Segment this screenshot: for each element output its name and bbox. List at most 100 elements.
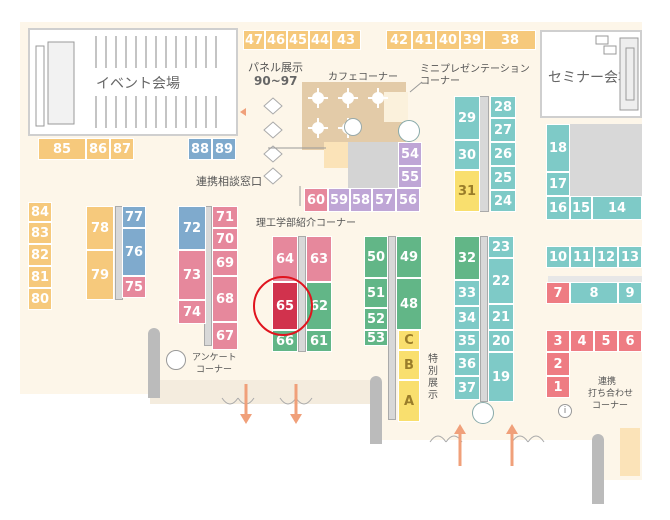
info-icon: i [558, 404, 572, 418]
booth-30[interactable]: 30 [454, 140, 480, 170]
booth-70[interactable]: 70 [212, 228, 238, 250]
booth-87[interactable]: 87 [110, 138, 134, 160]
panel-exhibit-panels [263, 97, 283, 185]
booth-8[interactable]: 8 [570, 282, 618, 304]
booth-67[interactable]: 67 [212, 322, 238, 350]
booth-54[interactable]: 54 [398, 142, 422, 166]
booth-78[interactable]: 78 [86, 206, 114, 250]
booth-52[interactable]: 52 [364, 308, 388, 330]
booth-77[interactable]: 77 [122, 206, 146, 228]
booth-17[interactable]: 17 [546, 172, 570, 196]
booth-5[interactable]: 5 [594, 330, 618, 352]
booth-6[interactable]: 6 [618, 330, 642, 352]
booth-26[interactable]: 26 [490, 142, 516, 166]
booth-28[interactable]: 28 [490, 96, 516, 118]
booth-25[interactable]: 25 [490, 166, 516, 190]
booth-24[interactable]: 24 [490, 190, 516, 212]
booth-32[interactable]: 32 [454, 236, 480, 280]
booth-b[interactable]: B [398, 350, 420, 380]
survey-icon [166, 350, 186, 370]
booth-69[interactable]: 69 [212, 250, 238, 276]
booth-34[interactable]: 34 [454, 306, 480, 330]
booth-68[interactable]: 68 [212, 276, 238, 322]
booth-81[interactable]: 81 [28, 266, 52, 288]
booth-39[interactable]: 39 [460, 30, 484, 50]
booth-41[interactable]: 41 [412, 30, 436, 50]
event-hall-seating [35, 36, 217, 128]
booth-46[interactable]: 46 [265, 30, 287, 50]
booth-23[interactable]: 23 [488, 236, 514, 258]
booth-11[interactable]: 11 [570, 246, 594, 268]
booth-76[interactable]: 76 [122, 228, 146, 276]
booth-35[interactable]: 35 [454, 330, 480, 352]
booth-58[interactable]: 58 [350, 188, 372, 212]
booth-33[interactable]: 33 [454, 280, 480, 306]
booth-2[interactable]: 2 [546, 352, 570, 376]
booth-57[interactable]: 57 [372, 188, 396, 212]
booth-21[interactable]: 21 [488, 304, 514, 330]
booth-59[interactable]: 59 [328, 188, 350, 212]
booth-43[interactable]: 43 [331, 30, 361, 50]
booth-36[interactable]: 36 [454, 352, 480, 376]
booth-20[interactable]: 20 [488, 330, 514, 352]
booth-89[interactable]: 89 [212, 138, 236, 160]
booth-50[interactable]: 50 [364, 236, 388, 278]
booth-61[interactable]: 61 [306, 330, 332, 352]
booth-15[interactable]: 15 [570, 196, 592, 220]
collab-meeting-label-2: 打ち合わせ [588, 389, 634, 399]
booth-45[interactable]: 45 [287, 30, 309, 50]
booth-3[interactable]: 3 [546, 330, 570, 352]
booth-86[interactable]: 86 [86, 138, 110, 160]
booth-12[interactable]: 12 [594, 246, 618, 268]
booth-22[interactable]: 22 [488, 258, 514, 304]
booth-42[interactable]: 42 [386, 30, 412, 50]
booth-13[interactable]: 13 [618, 246, 642, 268]
booth-72[interactable]: 72 [178, 206, 206, 250]
booth-19[interactable]: 19 [488, 352, 514, 402]
booth-16[interactable]: 16 [546, 196, 570, 220]
booth-60[interactable]: 60 [304, 188, 328, 212]
booth-73[interactable]: 73 [178, 250, 206, 300]
booth-47[interactable]: 47 [243, 30, 265, 50]
booth-62[interactable]: 62 [306, 282, 332, 330]
booth-74[interactable]: 74 [178, 300, 206, 324]
booth-79[interactable]: 79 [86, 250, 114, 300]
booth-49[interactable]: 49 [396, 236, 422, 278]
booth-56[interactable]: 56 [396, 188, 420, 212]
booth-75[interactable]: 75 [122, 276, 146, 298]
booth-53[interactable]: 53 [364, 330, 388, 346]
booth-38[interactable]: 38 [484, 30, 536, 50]
booth-29[interactable]: 29 [454, 96, 480, 140]
booth-83[interactable]: 83 [28, 222, 52, 244]
booth-64[interactable]: 64 [272, 236, 298, 282]
booth-14[interactable]: 14 [592, 196, 642, 220]
booth-18[interactable]: 18 [546, 124, 570, 172]
booth-84[interactable]: 84 [28, 202, 52, 222]
booth-27[interactable]: 27 [490, 118, 516, 142]
booth-44[interactable]: 44 [309, 30, 331, 50]
booth-82[interactable]: 82 [28, 244, 52, 266]
booth-31[interactable]: 31 [454, 170, 480, 212]
wall-segment [148, 328, 160, 398]
aisle-pillar [388, 236, 396, 420]
booth-4[interactable]: 4 [570, 330, 594, 352]
booth-80[interactable]: 80 [28, 288, 52, 310]
booth-51[interactable]: 51 [364, 278, 388, 308]
booth-7[interactable]: 7 [546, 282, 570, 304]
booth-48[interactable]: 48 [396, 278, 422, 330]
booth-9[interactable]: 9 [618, 282, 642, 304]
cafe-corner-label: カフェコーナー [328, 72, 398, 83]
booth-85[interactable]: 85 [38, 138, 86, 160]
booth-63[interactable]: 63 [306, 236, 332, 282]
booth-71[interactable]: 71 [212, 206, 238, 228]
booth-c[interactable]: C [398, 330, 420, 350]
booth-55[interactable]: 55 [398, 166, 422, 188]
booth-1[interactable]: 1 [546, 376, 570, 398]
booth-88[interactable]: 88 [188, 138, 212, 160]
booth-10[interactable]: 10 [546, 246, 570, 268]
booth-40[interactable]: 40 [436, 30, 460, 50]
yellow-pad [620, 428, 640, 452]
booth-37[interactable]: 37 [454, 376, 480, 400]
booth-a[interactable]: A [398, 380, 420, 422]
